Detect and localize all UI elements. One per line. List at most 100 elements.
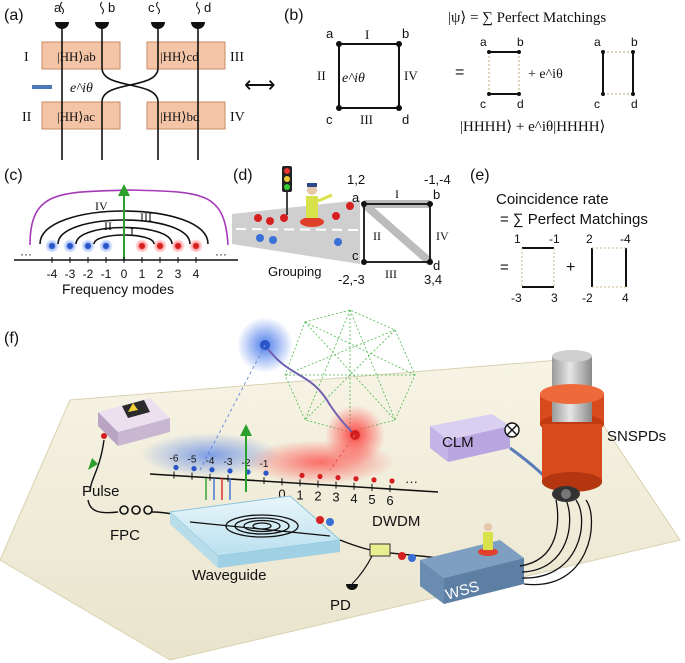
c-mode-dot (175, 243, 181, 249)
f-tick-label: -4 (206, 456, 215, 467)
svg-text:b: b (517, 35, 524, 49)
c-mode-dot (67, 243, 73, 249)
b-equation-title: |ψ⟩ = ∑ Perfect Matchings (448, 10, 606, 26)
f-mode-dot (173, 464, 179, 471)
e-r1: 2 (586, 232, 593, 246)
d-vertex-d: d (433, 258, 440, 273)
c-dots-right: ··· (215, 247, 227, 261)
svg-text:b: b (631, 35, 638, 49)
e-matching-1 (521, 247, 555, 288)
e-title-2: = ∑ Perfect Matchings (500, 211, 648, 228)
d-corner-m1m4: -1,-4 (424, 172, 451, 187)
f-mode-dot (335, 475, 341, 481)
entangled-pair-line (264, 344, 356, 436)
matching-1: a b c d (480, 35, 524, 111)
svg-text:a: a (480, 35, 487, 49)
box-hh-ab (41, 41, 121, 70)
c-mode-dot (103, 243, 109, 249)
f-mode-dot (263, 470, 269, 476)
f-tick-label: 4 (350, 491, 357, 506)
f-tick-label: -3 (224, 457, 233, 468)
e-l3: -3 (511, 291, 522, 305)
f-tick-label: 3 (332, 490, 339, 505)
phase-plate-icon (32, 85, 52, 89)
edge-II: II (317, 68, 326, 83)
label-dwdm: DWDM (372, 513, 420, 530)
label-fpc: FPC (110, 527, 140, 544)
snspd-cryostat (540, 350, 604, 502)
c-tick-label: 3 (175, 267, 182, 281)
c-mode-dot (157, 243, 163, 249)
c-tick-label: -4 (47, 267, 58, 281)
f-dots: ··· (405, 474, 418, 489)
c-xlabel: Frequency modes (62, 281, 174, 297)
d-corner-12: 1,2 (347, 172, 365, 187)
e-title-1: Coincidence rate (496, 191, 609, 208)
f-mode-dot (191, 466, 197, 472)
label-pd: PD (330, 597, 351, 614)
c-mode-dot (49, 243, 55, 249)
f-mode-dot (299, 472, 305, 478)
vertex-d: d (402, 112, 409, 127)
laser-source-icon (98, 398, 170, 446)
b-states: |HHHH⟩ + e^iθ|HHHH⟩ (460, 119, 605, 135)
envelope-curve (29, 189, 229, 246)
traffic-officer-icon (300, 183, 333, 227)
arc-II: II (104, 219, 112, 233)
box-hh-cd (146, 41, 226, 70)
roman-I: I (24, 50, 29, 65)
panel-a-detectors (55, 22, 205, 29)
arc-III: III (140, 210, 152, 224)
panel-a-tag: (a) (4, 7, 24, 24)
f-tick-label: 6 (386, 493, 393, 508)
d-corner-34: 3,4 (424, 272, 442, 287)
f-tick-label: -1 (260, 459, 269, 470)
svg-text:d: d (517, 97, 524, 111)
c-tick-label: -1 (101, 267, 112, 281)
c-tick-label: 1 (139, 267, 146, 281)
e-r4: 4 (622, 291, 629, 305)
svg-text:c: c (594, 97, 600, 111)
f-tick-label: 0 (278, 486, 285, 501)
f-mode-dot (209, 467, 215, 473)
e-l1: 1 (514, 232, 521, 246)
svg-text:a: a (594, 35, 601, 49)
matching-2: a b c d (594, 35, 638, 111)
f-tick-label: 5 (368, 492, 375, 507)
d-edge-II: II (373, 229, 381, 243)
detector-b: b (108, 0, 115, 15)
label-waveguide: Waveguide (192, 567, 267, 584)
box-hh-ac (41, 101, 121, 130)
c-tick-label: 2 (157, 267, 164, 281)
waveguide-chip (168, 478, 342, 568)
edge-IV: IV (404, 68, 418, 83)
detector-c: c (148, 0, 155, 15)
roman-III: III (230, 50, 244, 65)
e-matching-2 (591, 247, 627, 288)
box-ac-label: |HH⟩ac (57, 109, 95, 124)
d-graph-square (363, 203, 431, 263)
f-mode-dot (389, 478, 395, 484)
box-ab-label: |HH⟩ab (57, 49, 96, 64)
panel-e-tag: (e) (470, 167, 490, 184)
panel-a-wires (61, 22, 199, 160)
panel-b: (b) a b c d I II III IV e^iθ |ψ⟩ = ∑ Per… (284, 7, 638, 135)
vertex-b: b (402, 26, 409, 41)
fiber-bundle (519, 499, 593, 586)
c-dots-left: ··· (20, 247, 32, 261)
c-tick-label: 4 (193, 267, 200, 281)
d-vertex-c: c (352, 248, 359, 263)
b-eq-sign: = (455, 64, 464, 81)
f-mode-dot (317, 473, 323, 480)
e-l4: 3 (551, 291, 558, 305)
f-tick-label: 2 (314, 489, 321, 504)
d-edge-IV: IV (436, 229, 449, 243)
phase-label: e^iθ (70, 81, 93, 96)
c-tick-label: -2 (83, 267, 94, 281)
vertex-a: a (326, 26, 334, 41)
roman-IV: IV (230, 110, 245, 125)
fpc-icon (119, 505, 153, 515)
